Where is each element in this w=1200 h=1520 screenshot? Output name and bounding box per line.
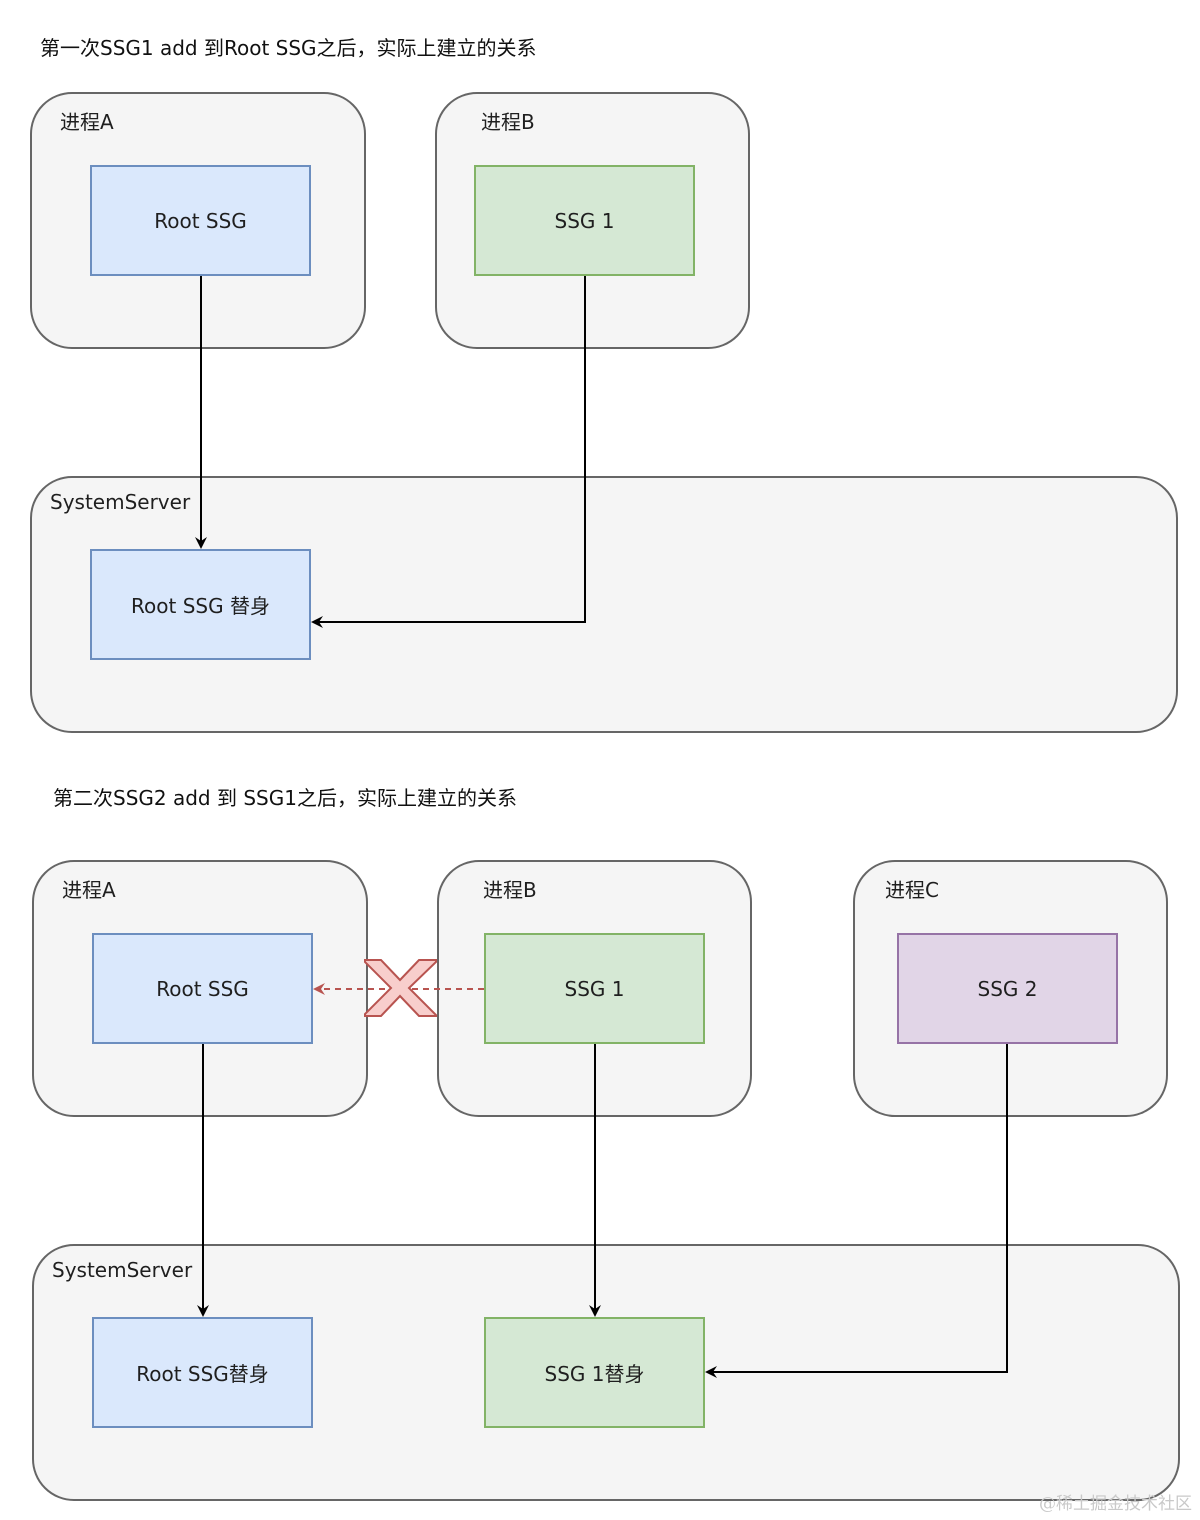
s1-system-server-title: SystemServer — [50, 490, 191, 514]
s1-root-ssg-node: Root SSG — [90, 165, 311, 276]
watermark: @稀土掘金技术社区 — [1039, 1494, 1192, 1514]
s1-process-a-title: 进程A — [60, 110, 114, 134]
cross-icon — [364, 959, 437, 1017]
s2-process-b-title: 进程B — [483, 878, 537, 902]
s2-root-ssg-node: Root SSG — [92, 933, 313, 1044]
s2-process-a-title: 进程A — [62, 878, 116, 902]
s2-ssg1-proxy-node: SSG 1替身 — [484, 1317, 705, 1428]
s2-ssg1-node: SSG 1 — [484, 933, 705, 1044]
s1-ssg1-node: SSG 1 — [474, 165, 695, 276]
s2-root-ssg-proxy-node: Root SSG替身 — [92, 1317, 313, 1428]
s2-system-server-title: SystemServer — [52, 1258, 193, 1282]
section2-caption: 第二次SSG2 add 到 SSG1之后，实际上建立的关系 — [53, 786, 517, 810]
section1-caption: 第一次SSG1 add 到Root SSG之后，实际上建立的关系 — [40, 36, 537, 60]
s1-process-b-title: 进程B — [481, 110, 535, 134]
s2-ssg2-node: SSG 2 — [897, 933, 1118, 1044]
s1-root-ssg-proxy-node: Root SSG 替身 — [90, 549, 311, 660]
s2-process-c-title: 进程C — [885, 878, 939, 902]
